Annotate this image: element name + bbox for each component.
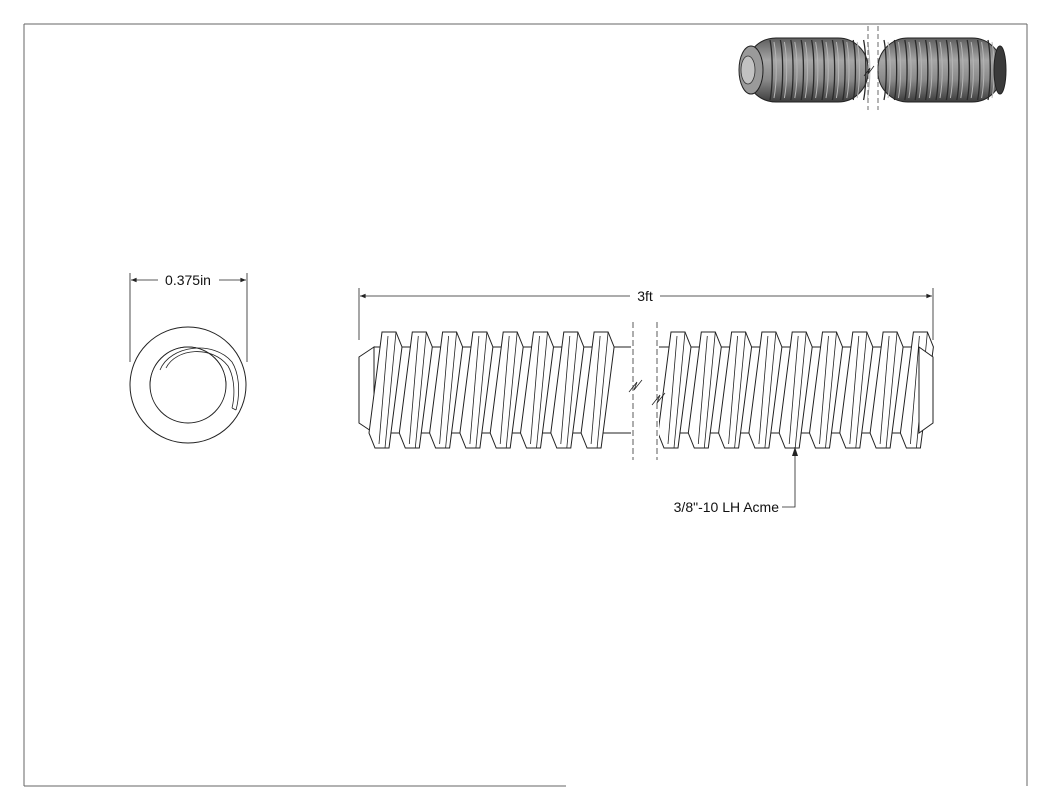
sheet-border	[23, 23, 1028, 787]
iso-thread-ridges	[883, 39, 995, 101]
side-left-segment	[358, 325, 635, 455]
isometric-view	[738, 26, 1007, 110]
end-view: 0.375in	[129, 272, 248, 444]
iso-thread-ridges	[769, 39, 871, 101]
chamfer-right	[918, 346, 934, 434]
iso-right-segment	[877, 37, 1007, 103]
diameter-label: 0.375in	[165, 272, 211, 288]
iso-left-segment	[738, 37, 871, 103]
side-right-segment	[655, 325, 934, 455]
callout-leader	[782, 447, 796, 508]
length-label: 3ft	[637, 288, 653, 304]
thread-callout: 3/8"-10 LH Acme	[674, 499, 780, 515]
iso-break-lines	[863, 26, 879, 110]
break-lines	[628, 322, 666, 460]
side-view: 3ft 3/8"-10 LH Acme	[358, 288, 934, 515]
